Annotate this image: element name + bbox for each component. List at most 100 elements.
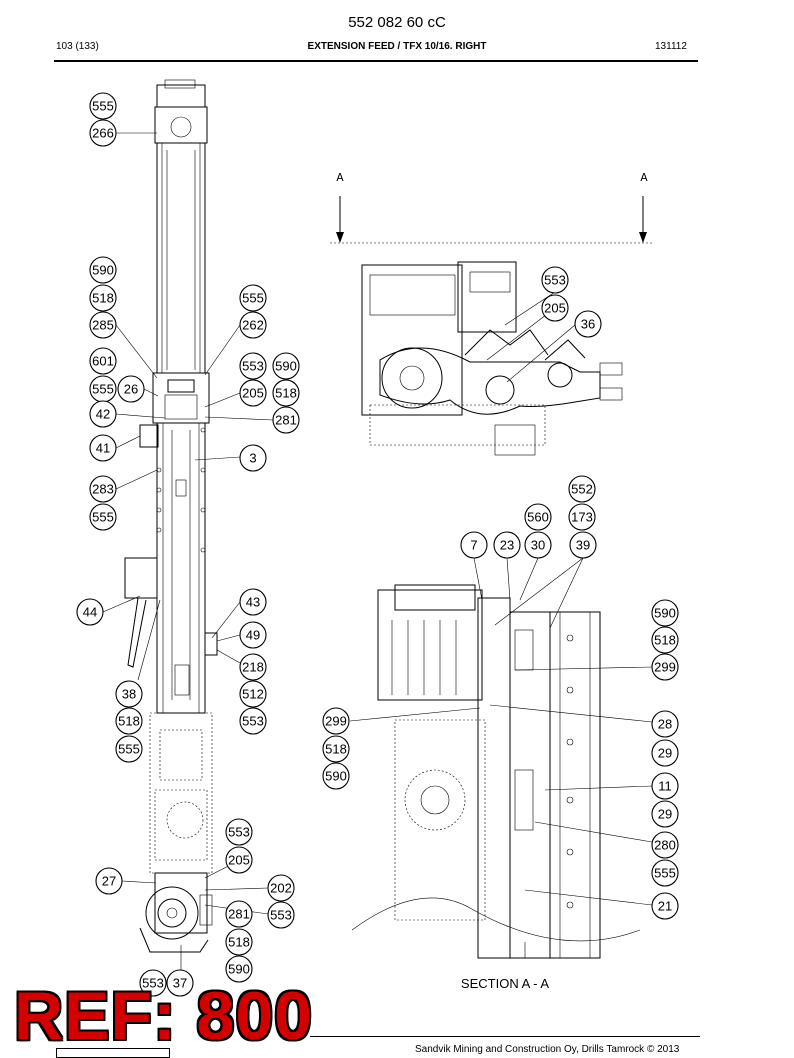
callout-36: 36 [574, 310, 602, 338]
callout-518: 518 [115, 707, 143, 735]
callout-553: 553 [541, 266, 569, 294]
svg-text:41: 41 [96, 441, 110, 456]
callout-bubbles-section: 552 560 173 7 23 30 39 590 518 299 299 2… [322, 475, 679, 920]
svg-text:518: 518 [275, 386, 297, 401]
callout-23: 23 [493, 531, 521, 559]
callout-173: 173 [568, 503, 596, 531]
callout-bubbles-left: 555 266 590 518 555 285 262 601 553 590 … [76, 92, 300, 997]
svg-text:30: 30 [531, 538, 545, 553]
svg-text:28: 28 [658, 717, 672, 732]
callout-281: 281 [272, 406, 300, 434]
callout-266: 266 [89, 119, 117, 147]
svg-text:518: 518 [118, 714, 140, 729]
callout-42: 42 [89, 400, 117, 428]
callout-518: 518 [322, 735, 350, 763]
callout-553: 553 [267, 901, 295, 929]
svg-text:43: 43 [246, 595, 260, 610]
callout-29: 29 [651, 739, 679, 767]
sandvik-logo [56, 1048, 170, 1058]
svg-text:26: 26 [124, 382, 138, 397]
callout-601: 601 [89, 347, 117, 375]
svg-text:266: 266 [92, 126, 114, 141]
footer-rule [310, 1036, 700, 1037]
callout-29: 29 [651, 800, 679, 828]
callout-7: 7 [460, 531, 488, 559]
callout-553: 553 [139, 969, 167, 997]
section-label: SECTION A - A [460, 976, 550, 991]
svg-text:205: 205 [544, 301, 566, 316]
svg-text:552: 552 [571, 482, 593, 497]
svg-text:555: 555 [118, 742, 140, 757]
callout-281: 281 [225, 900, 253, 928]
svg-text:218: 218 [242, 660, 264, 675]
svg-text:553: 553 [228, 825, 250, 840]
ref-stamp: REF: 800 [14, 978, 313, 1054]
svg-text:590: 590 [654, 606, 676, 621]
leader-lines-left [102, 132, 274, 915]
callout-39: 39 [569, 531, 597, 559]
callout-218: 218 [239, 653, 267, 681]
svg-text:205: 205 [242, 386, 264, 401]
svg-text:553: 553 [544, 273, 566, 288]
svg-text:590: 590 [325, 769, 347, 784]
callout-552: 552 [568, 475, 596, 503]
callout-26: 26 [117, 375, 145, 403]
svg-text:173: 173 [571, 510, 593, 525]
svg-text:281: 281 [228, 907, 250, 922]
callout-11: 11 [651, 772, 679, 800]
callout-590: 590 [651, 599, 679, 627]
callout-21: 21 [651, 892, 679, 920]
svg-text:555: 555 [242, 291, 264, 306]
callout-590: 590 [225, 955, 253, 983]
svg-text:44: 44 [83, 605, 97, 620]
svg-text:590: 590 [92, 263, 114, 278]
callout-553: 553 [239, 352, 267, 380]
callout-285: 285 [89, 311, 117, 339]
svg-text:518: 518 [92, 291, 114, 306]
section-marker-left: A [336, 171, 344, 185]
svg-text:281: 281 [275, 413, 297, 428]
page-number: 103 (133) [56, 41, 99, 52]
svg-text:37: 37 [173, 976, 187, 991]
top-view-drawing: A A [330, 171, 654, 456]
callout-262: 262 [239, 311, 267, 339]
leader-lines-section [349, 557, 653, 906]
svg-text:7: 7 [470, 538, 477, 553]
svg-text:601: 601 [92, 354, 114, 369]
svg-text:23: 23 [500, 538, 514, 553]
section-marker-right: A [640, 171, 648, 185]
svg-text:27: 27 [102, 874, 116, 889]
svg-text:11: 11 [658, 779, 672, 794]
callout-3: 3 [239, 444, 267, 472]
callout-512: 512 [239, 680, 267, 708]
callout-37: 37 [166, 969, 194, 997]
svg-text:29: 29 [658, 807, 672, 822]
callout-518: 518 [89, 284, 117, 312]
callout-560: 560 [524, 503, 552, 531]
svg-text:555: 555 [654, 866, 676, 881]
callout-590: 590 [322, 762, 350, 790]
callout-49: 49 [239, 621, 267, 649]
callout-27: 27 [95, 867, 123, 895]
svg-text:38: 38 [122, 687, 136, 702]
svg-text:590: 590 [228, 962, 250, 977]
callout-553: 553 [225, 818, 253, 846]
svg-text:553: 553 [142, 976, 164, 991]
callout-555: 555 [89, 375, 117, 403]
callout-202: 202 [267, 874, 295, 902]
callout-bubbles-top-right: 553 205 36 [541, 266, 602, 338]
document-code: 131112 [655, 41, 687, 52]
svg-text:518: 518 [325, 742, 347, 757]
svg-text:299: 299 [325, 714, 347, 729]
svg-text:590: 590 [275, 359, 297, 374]
callout-205: 205 [541, 294, 569, 322]
svg-text:553: 553 [270, 908, 292, 923]
section-a-a-drawing [351, 584, 641, 959]
svg-text:299: 299 [654, 660, 676, 675]
svg-text:283: 283 [92, 482, 114, 497]
svg-text:202: 202 [270, 881, 292, 896]
svg-text:560: 560 [527, 510, 549, 525]
svg-text:555: 555 [92, 510, 114, 525]
svg-text:518: 518 [654, 633, 676, 648]
